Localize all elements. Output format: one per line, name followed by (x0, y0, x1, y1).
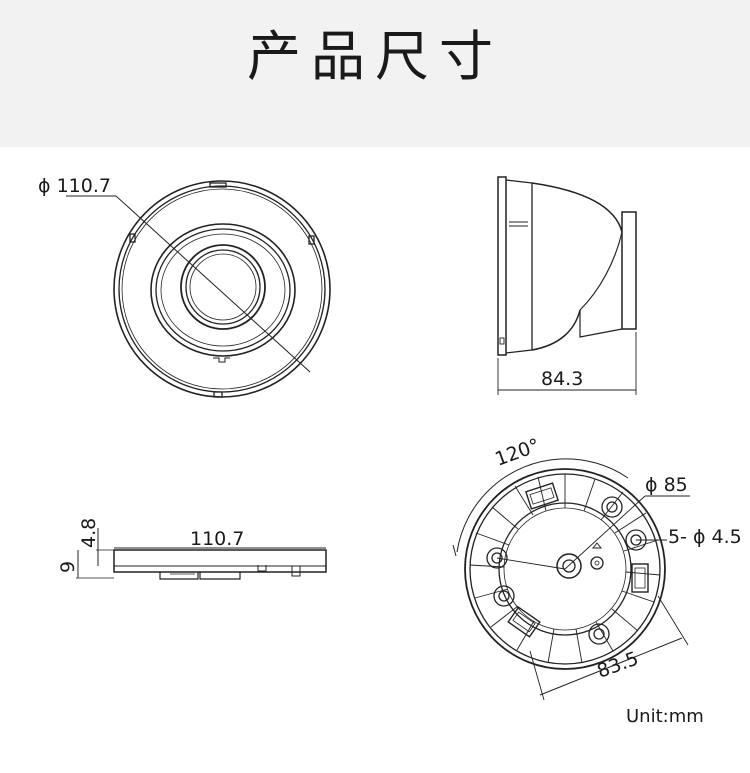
bottom-profile (76, 528, 327, 580)
side-view (497, 176, 637, 395)
profile-height-large-label: 9 (57, 561, 79, 573)
front-view (66, 180, 331, 398)
front-diameter-label: ϕ 110.7 (38, 175, 111, 197)
mount-ring-diameter-label: ϕ 85 (645, 474, 688, 496)
mount-base (452, 458, 690, 701)
mount-angle-label: 120° (492, 434, 543, 470)
side-depth-label: 84.3 (541, 368, 583, 390)
page-title: 产品尺寸 (247, 25, 503, 88)
header-banner: 产品尺寸 (0, 0, 750, 147)
profile-height-small-label: 4.8 (78, 518, 100, 548)
unit-label: Unit:mm (626, 706, 704, 727)
mount-base-diameter-label: 83.5 (594, 648, 641, 683)
profile-width-label: 110.7 (190, 528, 244, 550)
mount-holes-label: 5- ϕ 4.5 (668, 526, 742, 548)
